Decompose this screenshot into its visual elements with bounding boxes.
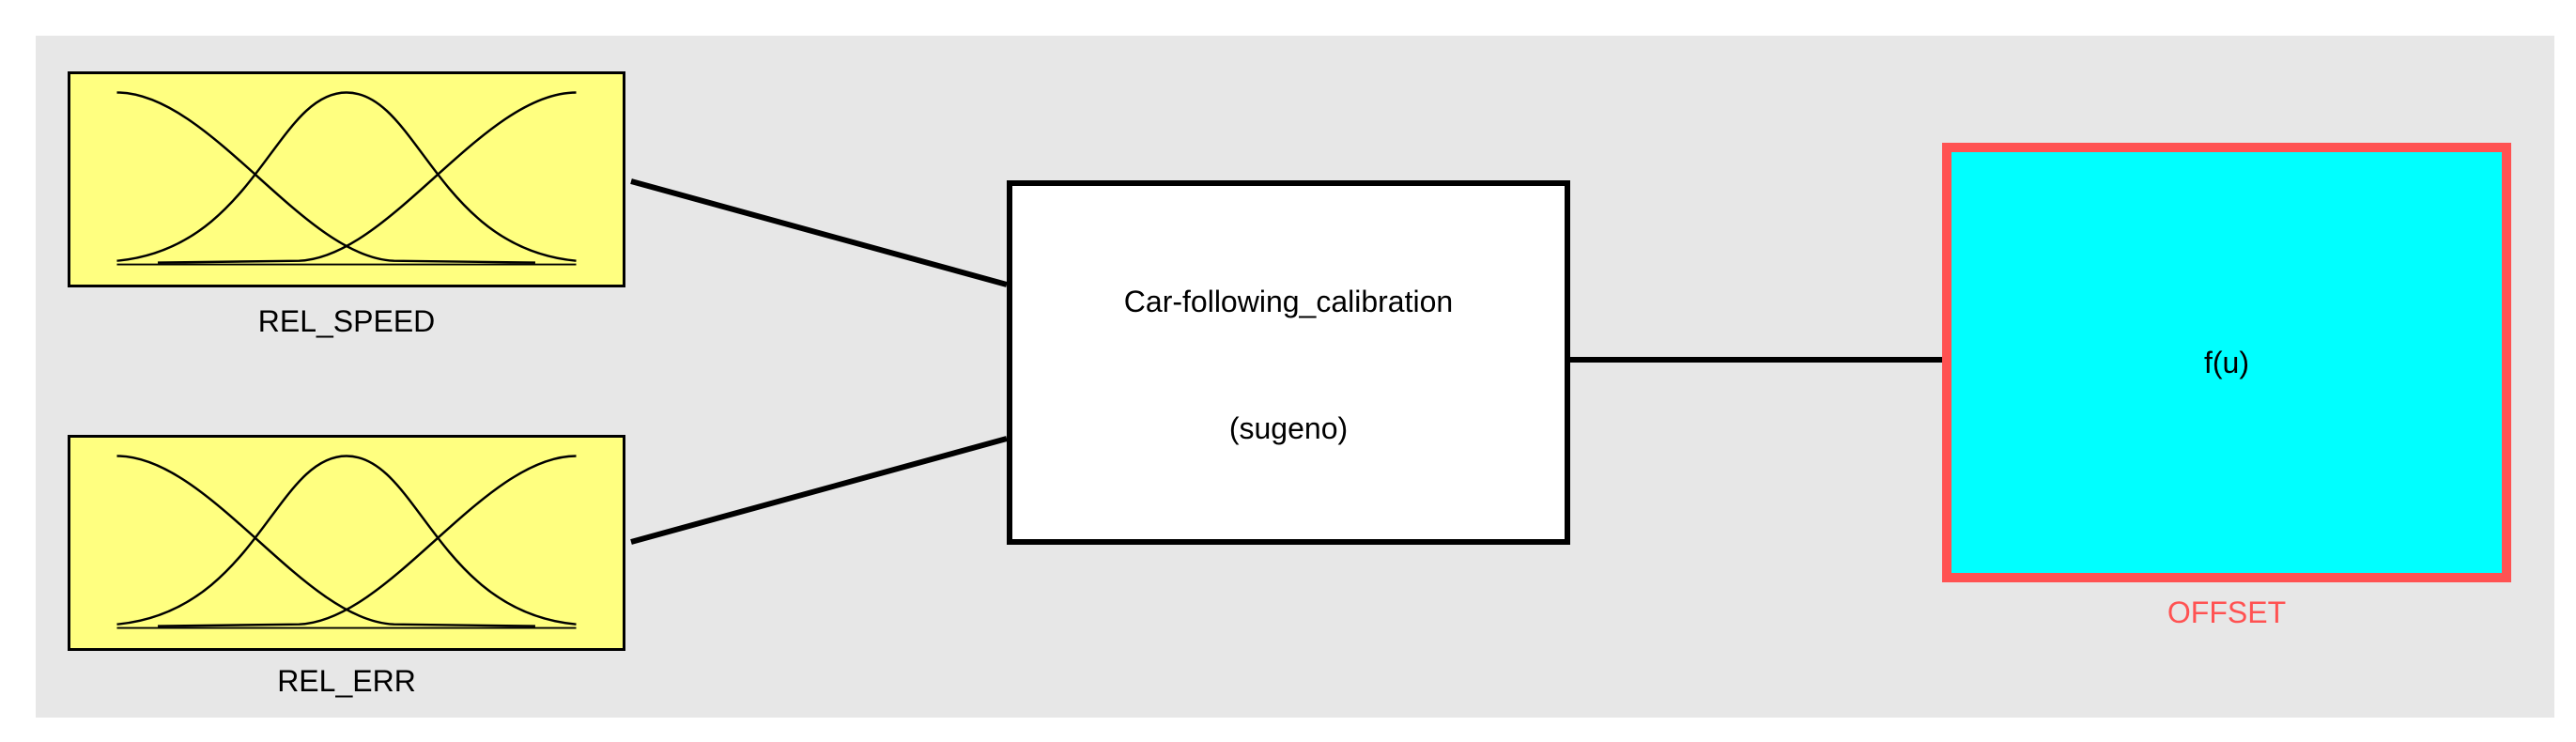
- mf-mid-curve: [116, 91, 577, 262]
- membership-functions-icon: [116, 455, 577, 629]
- output-variable-offset[interactable]: f(u): [1942, 143, 2511, 582]
- output-function-label: f(u): [2204, 345, 2249, 379]
- fis-system-block[interactable]: Car-following_calibration (sugeno): [1007, 180, 1570, 545]
- mf-mid-curve: [116, 455, 577, 626]
- wire-rel-err-to-system: [630, 436, 1008, 545]
- input-label-rel-err: REL_ERR: [277, 664, 416, 698]
- mf-low-curve: [116, 455, 535, 627]
- mf-high-curve: [158, 455, 577, 627]
- mf-high-curve: [158, 91, 577, 264]
- system-type: (sugeno): [1228, 411, 1349, 445]
- wire-rel-speed-to-system: [630, 178, 1008, 287]
- system-name: Car-following_calibration: [1123, 285, 1454, 318]
- input-variable-rel-err[interactable]: [68, 435, 625, 651]
- output-label-offset: OFFSET: [2167, 595, 2287, 629]
- membership-functions-icon: [116, 91, 577, 266]
- input-label-rel-speed: REL_SPEED: [257, 304, 436, 338]
- mf-low-curve: [116, 91, 535, 264]
- input-variable-rel-speed[interactable]: [68, 71, 625, 287]
